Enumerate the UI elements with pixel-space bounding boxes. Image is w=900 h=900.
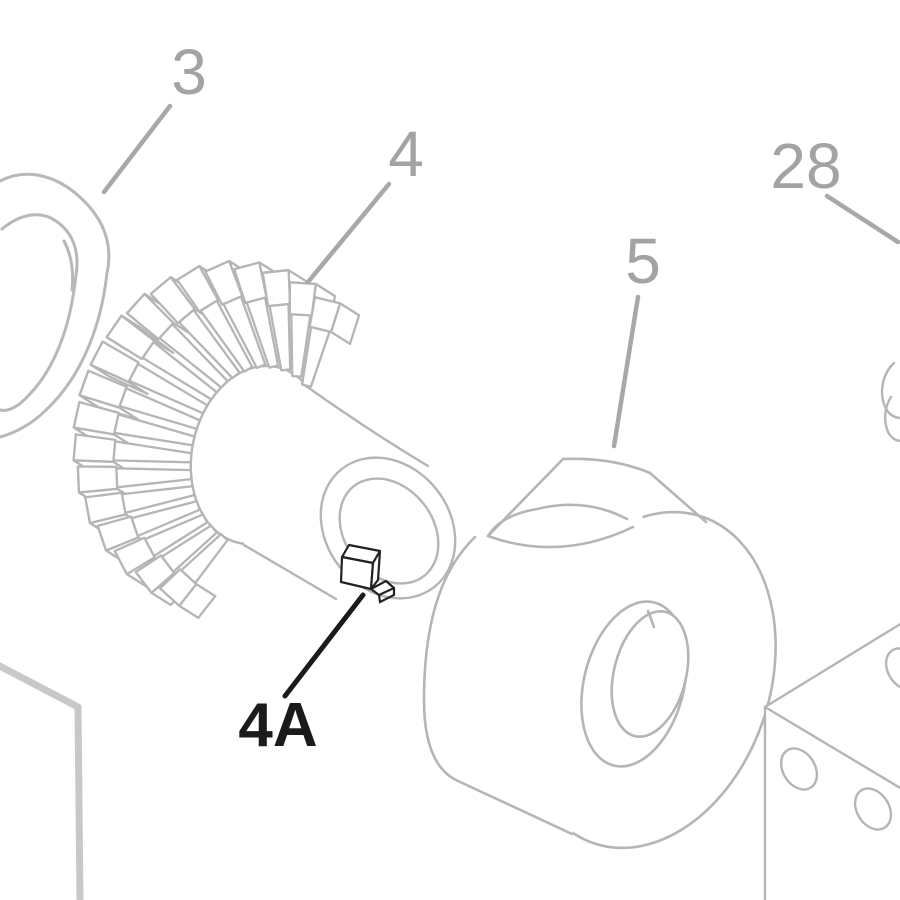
housing-hole-3: [884, 647, 900, 691]
collar-notch-seat-front: [486, 525, 635, 549]
collar-top-silhouette: [648, 471, 708, 524]
shaft-collar: [422, 457, 777, 850]
housing-body: [765, 622, 900, 900]
collar-notch-seat-back: [535, 503, 629, 521]
gear-hub-bottom-edge: [242, 543, 338, 601]
housing-box: [763, 622, 900, 900]
part-label-4: 4: [388, 118, 424, 190]
part-label-4a: 4A: [238, 691, 317, 760]
housing-face-edge: [763, 705, 900, 790]
leader-line-4a: [282, 592, 366, 699]
edge-part-fragment: [880, 361, 900, 443]
washer-outer-edge: [0, 172, 111, 439]
part-label-28: 28: [770, 130, 841, 202]
washer-inner-edge: [0, 213, 79, 412]
key-front-face: [339, 555, 375, 591]
gear-teeth: [72, 259, 361, 619]
leader-line-4: [305, 181, 392, 285]
housing-hole-2: [853, 787, 893, 831]
collar-bore-keyway: [646, 609, 656, 629]
gear-hub-top-edge: [304, 384, 430, 468]
collar-bore-inner: [610, 609, 690, 739]
leader-line-28: [824, 193, 900, 245]
collar-bottom-silhouette: [456, 779, 574, 836]
collar-notch-seat-left: [486, 507, 539, 538]
housing-hole-1: [779, 747, 819, 791]
plate-corner: [0, 662, 84, 900]
bevel-gear: [72, 259, 457, 619]
collar-notch-back-rim: [561, 457, 652, 475]
gear-key: [339, 543, 396, 604]
leader-line-5: [611, 294, 641, 449]
part-label-3: 3: [171, 36, 207, 108]
part-label-5: 5: [625, 225, 661, 297]
housing-top-edge: [763, 622, 900, 709]
washer-ring: [0, 172, 111, 439]
collar-back-edge: [422, 535, 477, 783]
fragment-outer-arc: [880, 361, 900, 420]
keyway-notch: [377, 586, 396, 604]
fragment-inner-arc: [883, 395, 900, 443]
leader-line-3: [101, 103, 173, 195]
washer-thickness-edge: [62, 239, 75, 292]
